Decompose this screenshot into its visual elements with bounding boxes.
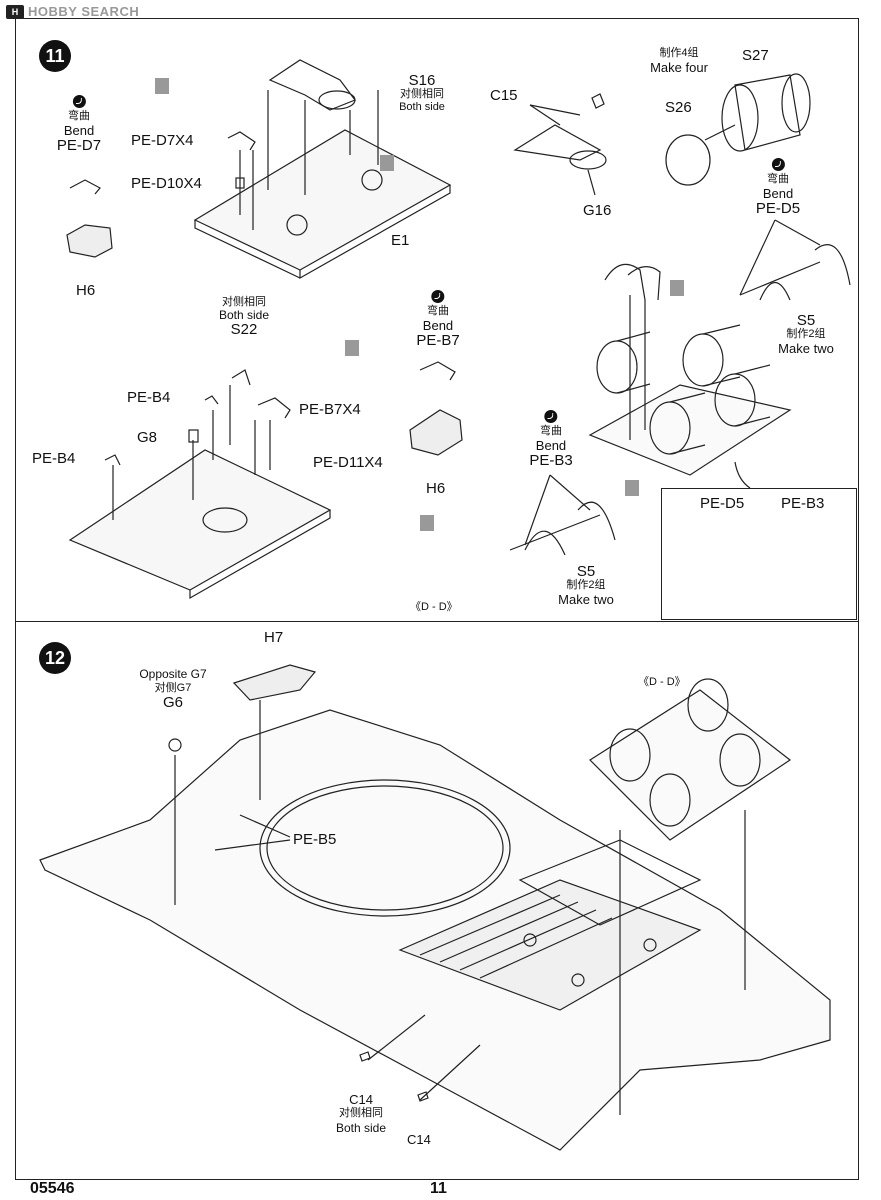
inset-label-pe-d5: PE-D5 [700,495,745,512]
product-code: 05546 [30,1180,75,1197]
label-make-four: 制作4组 Make four [650,47,708,75]
step-11-badge: 11 [39,40,71,72]
label-pe-d10x4: PE-D10X4 [131,175,202,192]
label-pe-b7x4: PE-B7X4 [299,401,361,418]
label-s27: S27 [742,47,769,64]
label-h7: H7 [264,629,284,646]
label-c15: C15 [490,87,518,104]
bend-icon [544,410,558,423]
label-dd-12: 《D - D》 [638,676,686,688]
label-c14: C14 [407,1132,431,1147]
label-bend-pe-d5: 弯曲 Bend PE-D5 [756,158,800,216]
step-12-badge: 12 [39,642,71,674]
label-pe-b4-upper: PE-B4 [127,389,171,406]
site-logo: H HOBBY SEARCH [6,4,139,19]
label-g16: G16 [583,202,612,219]
label-h6-mid: H6 [426,480,446,497]
step-11-panel [15,18,859,622]
label-h6-top: H6 [76,282,96,299]
bend-icon [431,290,445,303]
label-s22: 对侧相同 Both side S22 [218,296,270,338]
dd-inset-box [661,488,857,620]
label-pe-b5: PE-B5 [293,831,337,848]
label-bend-pe-b7: 弯曲 Bend PE-B7 [416,290,460,348]
logo-text: HOBBY SEARCH [28,4,140,19]
label-dd-11: 《D - D》 [410,601,458,613]
label-g8: G8 [137,429,158,446]
label-pe-d11x4: PE-D11X4 [313,454,383,471]
label-s26: S26 [665,99,692,116]
label-bend-pe-d7: 弯曲 Bend PE-D7 [57,95,101,153]
logo-badge-icon: H [6,4,24,19]
bend-icon [771,158,785,171]
label-s5-bottom: S5 制作2组 Make two [558,563,614,607]
page-number: 11 [430,1180,447,1197]
step-12-panel [15,622,859,1180]
label-e1: E1 [391,232,410,249]
label-s16: S16 对侧相同 Both side [399,72,445,113]
label-g6: Opposite G7 对侧G7 G6 [139,667,207,711]
bend-icon [72,95,86,108]
label-pe-d7x4: PE-D7X4 [131,132,194,149]
label-s5-top: S5 制作2组 Make two [778,312,834,356]
inset-label-pe-b3: PE-B3 [781,495,825,512]
label-c14-both: C14 对侧相同 Both side [335,1092,387,1135]
label-pe-b4-lower: PE-B4 [32,450,76,467]
label-bend-pe-b3: 弯曲 Bend PE-B3 [529,410,573,468]
